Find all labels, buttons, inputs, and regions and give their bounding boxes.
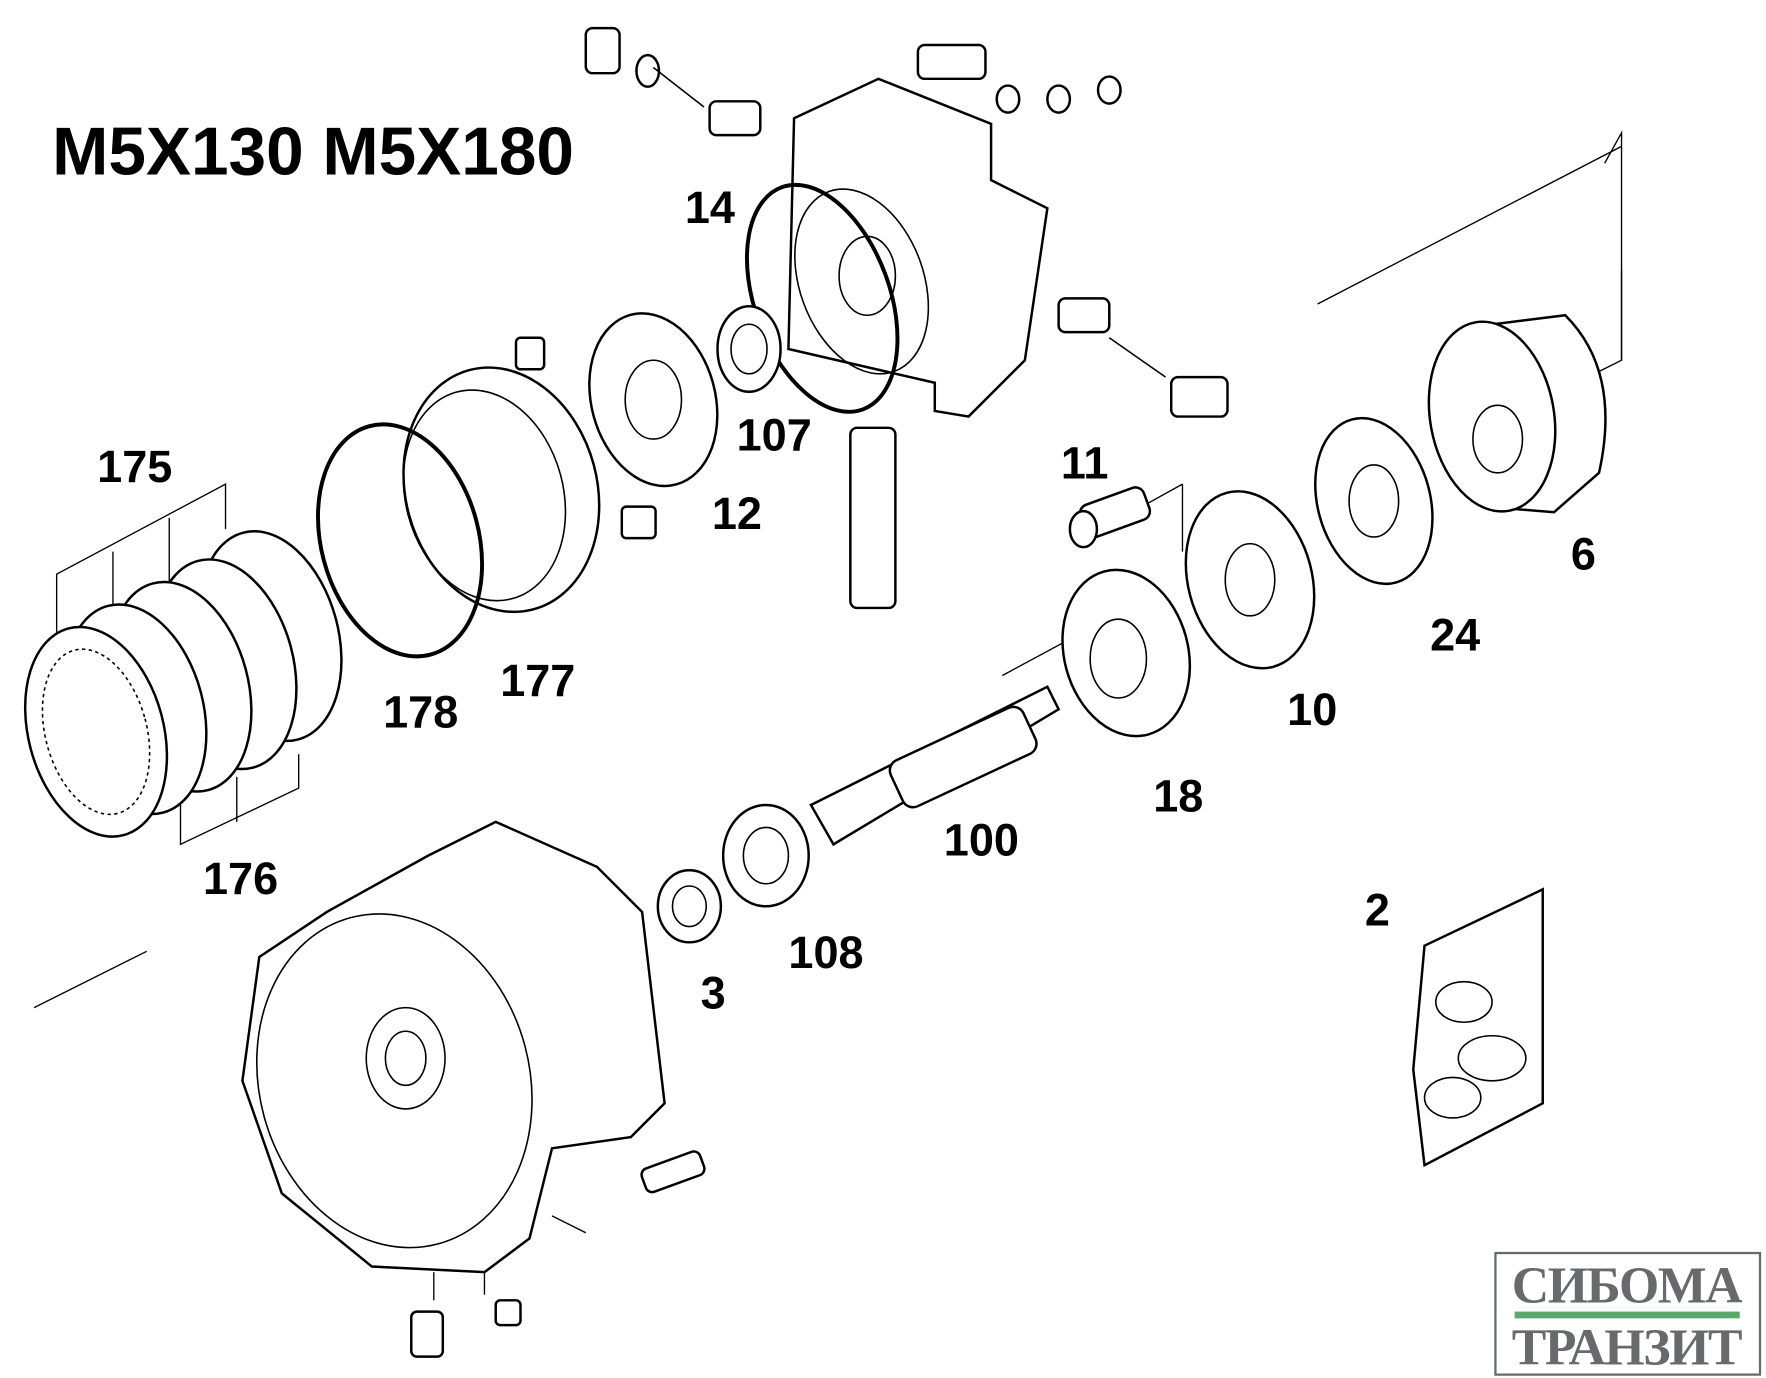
diagram-title: M5X130 M5X180 bbox=[52, 115, 574, 190]
part-label-14: 14 bbox=[685, 182, 735, 233]
part-10-retainer-plate bbox=[1184, 490, 1316, 670]
part-107-bearing bbox=[716, 304, 782, 394]
part-6-cylinder-block bbox=[1427, 313, 1607, 514]
part-label-177: 177 bbox=[500, 655, 575, 706]
part-178-o-ring bbox=[316, 422, 485, 659]
logo-line-2: ТРАНЗИТ bbox=[1512, 1319, 1743, 1376]
part-label-11: 11 bbox=[1061, 437, 1109, 488]
logo-line-1: СИБОМА bbox=[1512, 1258, 1743, 1315]
part-label-178: 178 bbox=[383, 686, 458, 737]
part-18-shoe-plate bbox=[1061, 568, 1192, 738]
company-logo: СИБОМА ТРАНЗИТ bbox=[1494, 1251, 1762, 1376]
part-label-24: 24 bbox=[1430, 610, 1480, 661]
part-14-valve-cover bbox=[584, 26, 1229, 610]
part-177-piston bbox=[402, 366, 601, 614]
part-24-ball-guide bbox=[1314, 416, 1434, 586]
part-2-seal-kit bbox=[1412, 887, 1544, 1168]
part-label-3: 3 bbox=[701, 968, 726, 1019]
part-label-108: 108 bbox=[788, 927, 863, 978]
part-label-176: 176 bbox=[203, 853, 278, 904]
part-label-10: 10 bbox=[1287, 684, 1337, 735]
part-label-2: 2 bbox=[1365, 884, 1390, 935]
part-3-oil-seal bbox=[656, 869, 723, 944]
part-label-107: 107 bbox=[737, 409, 812, 460]
casing bbox=[241, 820, 706, 1358]
part-label-175: 175 bbox=[97, 441, 172, 492]
part-11-piston bbox=[1068, 486, 1152, 549]
part-175-176-plates bbox=[23, 530, 343, 838]
part-100-shaft bbox=[809, 685, 1061, 847]
part-label-100: 100 bbox=[944, 815, 1019, 866]
part-label-18: 18 bbox=[1153, 771, 1203, 822]
part-label-6: 6 bbox=[1571, 529, 1596, 580]
part-12-valve-plate bbox=[514, 312, 719, 540]
part-label-12: 12 bbox=[712, 488, 762, 539]
part-108-bearing bbox=[721, 803, 810, 908]
